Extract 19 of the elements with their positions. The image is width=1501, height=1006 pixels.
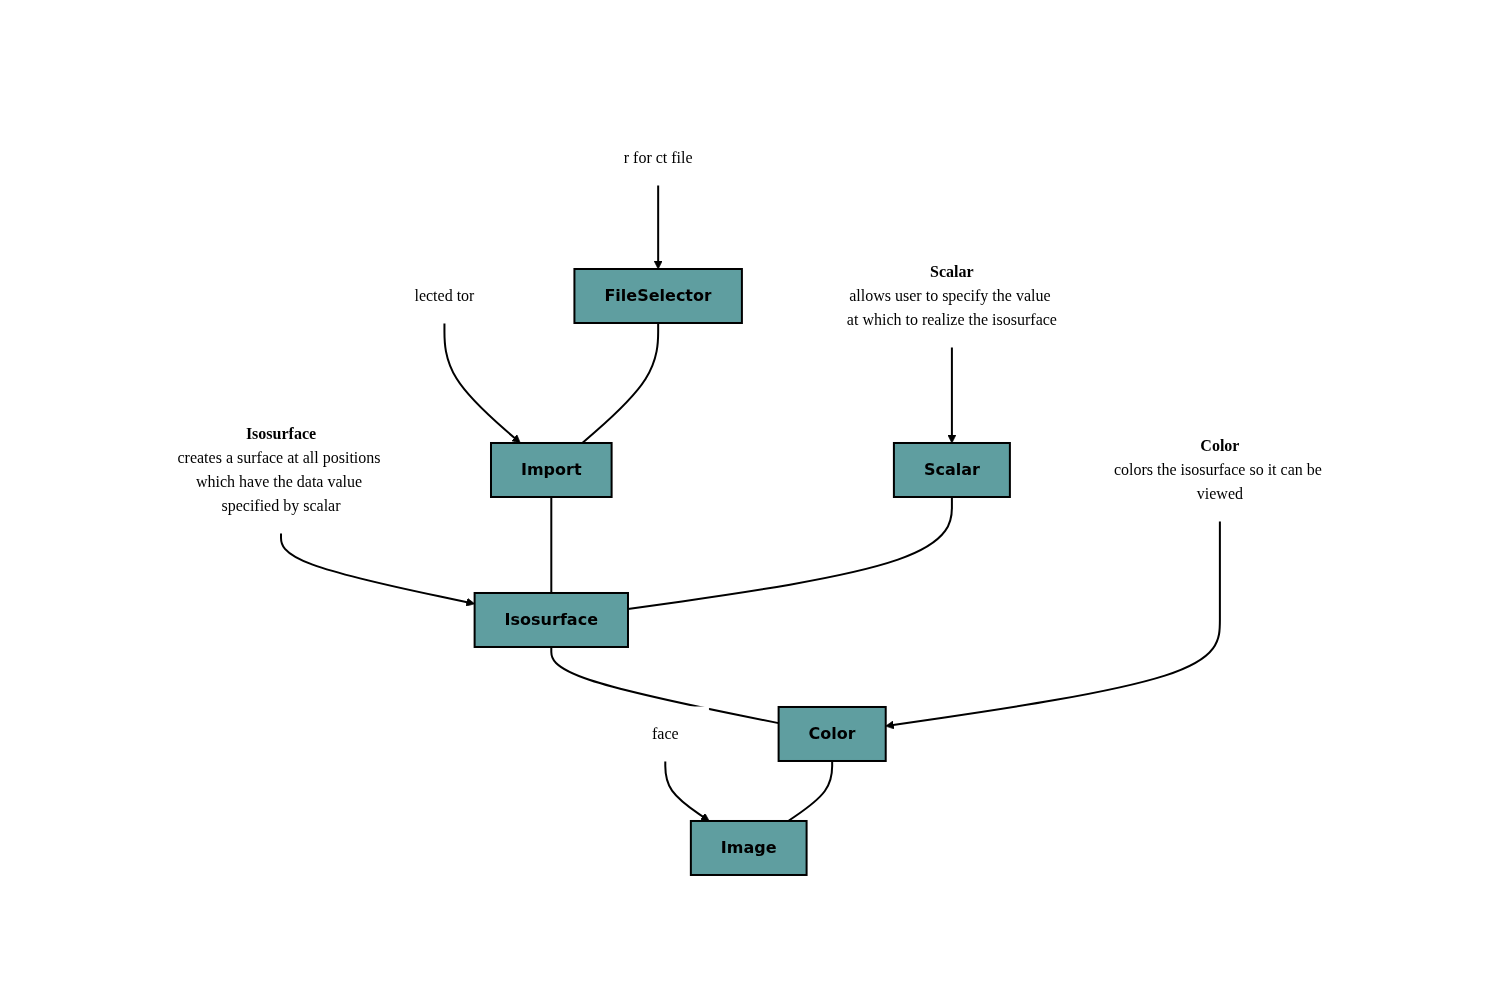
node-text: Color colors the isosurface so it can be viewed: [1113, 436, 1322, 502]
node-box: Isosurface: [473, 592, 630, 648]
node-box: Import: [490, 442, 613, 498]
arrow: [885, 520, 1221, 730]
arrow: [947, 346, 957, 444]
node-text: r for ct file: [623, 149, 693, 166]
node-text: lected tor: [414, 287, 475, 304]
arrow: [653, 184, 663, 270]
arrow: [443, 322, 521, 444]
connector: [581, 322, 660, 444]
node-box: FileSelector: [573, 268, 743, 324]
connector: [550, 496, 553, 594]
connector: [787, 760, 834, 822]
node-box: Image: [689, 820, 808, 876]
arrow: [664, 760, 710, 822]
node-text: Scalar allows user to specify the value at which to realize the isosurface: [846, 263, 1058, 328]
node-box: Scalar: [892, 442, 1011, 498]
node-box: Color: [777, 706, 887, 762]
node-text: Isosurface creates a surface at all positions which have the data value specified by scalar: [177, 424, 381, 514]
